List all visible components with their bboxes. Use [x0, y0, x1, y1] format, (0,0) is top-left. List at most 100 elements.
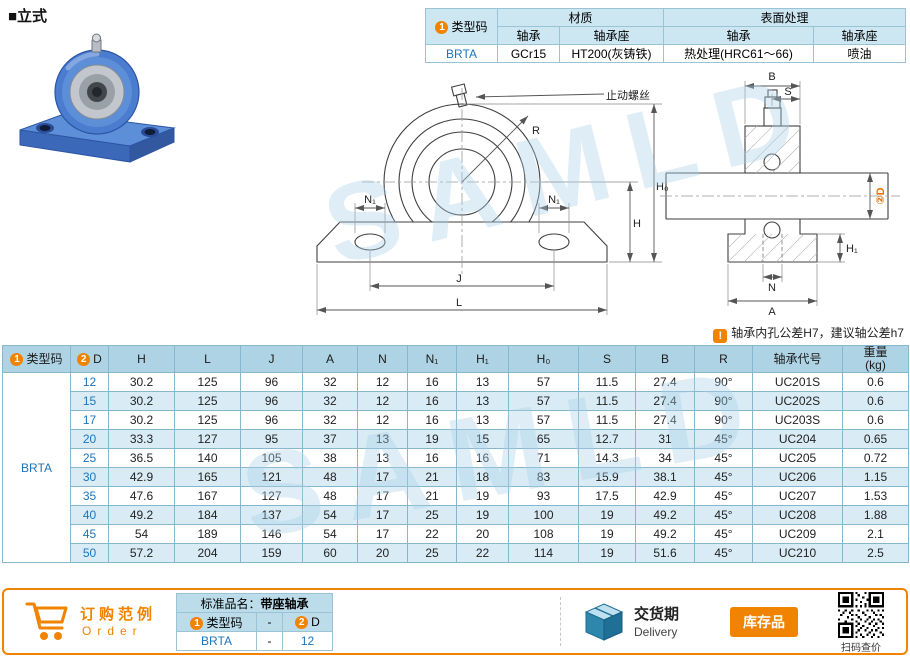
drawing-section: ■立式: [8, 8, 906, 343]
value-cell: 125: [174, 410, 241, 430]
value-cell: 16: [407, 391, 457, 411]
value-cell: 19: [578, 543, 636, 563]
value-cell: 22: [456, 543, 509, 563]
column-header: L: [174, 345, 241, 373]
stock-badge: 库存品: [730, 607, 798, 637]
page-title: ■立式: [8, 8, 48, 25]
product-photo: [19, 33, 176, 163]
d-value-cell: 12: [70, 372, 109, 392]
order-example-d: 12: [282, 631, 333, 651]
value-cell: 27.4: [635, 372, 695, 392]
value-cell: 21: [407, 467, 457, 487]
value-cell: 57.2: [108, 543, 175, 563]
value-cell: 30.2: [108, 410, 175, 430]
value-cell: 11.5: [578, 391, 636, 411]
value-cell: 38: [302, 448, 358, 468]
value-cell: 105: [240, 448, 303, 468]
value-cell: UC209: [752, 524, 843, 544]
cart-icon: [25, 602, 68, 640]
value-cell: 42.9: [635, 486, 695, 506]
value-cell: UC210: [752, 543, 843, 563]
value-cell: 45°: [694, 467, 753, 487]
dim-label-n1-right: N₁: [548, 194, 560, 206]
value-cell: 34: [635, 448, 695, 468]
value-cell: 96: [240, 391, 303, 411]
d-value-cell: 15: [70, 391, 109, 411]
value-cell: 30.2: [108, 372, 175, 392]
value-cell: 159: [240, 543, 303, 563]
value-cell: 137: [240, 505, 303, 525]
value-cell: 12: [357, 391, 408, 411]
number-badge-1: 1: [190, 616, 204, 630]
value-cell: 16: [407, 410, 457, 430]
value-cell: 90°: [694, 372, 753, 392]
order-example-dash: -: [256, 631, 283, 651]
value-cell: 54: [108, 524, 175, 544]
dim-label-s: S: [784, 86, 791, 98]
value-cell: 13: [357, 429, 408, 449]
value-cell: 13: [357, 448, 408, 468]
value-cell: 57: [508, 372, 579, 392]
value-cell: 17: [357, 467, 408, 487]
value-cell: 167: [174, 486, 241, 506]
column-header: H: [108, 345, 175, 373]
value-cell: 16: [407, 372, 457, 392]
value-cell: 204: [174, 543, 241, 563]
spec-sub-housing: 轴承座: [559, 26, 664, 45]
side-view-drawing: B S ②D H₁ N A: [660, 71, 900, 318]
order-example-title: 订购范例: [80, 606, 157, 623]
value-cell: 11.5: [578, 372, 636, 392]
spec-housing-material: HT200(灰铸铁): [559, 44, 664, 63]
value-cell: 140: [174, 448, 241, 468]
value-cell: 45°: [694, 429, 753, 449]
value-cell: 2.1: [842, 524, 909, 544]
qr-caption: 扫码查价: [841, 643, 881, 654]
spec-bearing-material: GCr15: [497, 44, 560, 63]
value-cell: 16: [456, 448, 509, 468]
column-header: J: [240, 345, 303, 373]
number-badge-1: 1: [10, 352, 24, 366]
value-cell: 54: [302, 524, 358, 544]
set-screw-label: 止动螺丝: [606, 89, 650, 102]
value-cell: 0.6: [842, 372, 909, 392]
value-cell: 18: [456, 467, 509, 487]
value-cell: 45°: [694, 543, 753, 563]
spec-sub-bearing: 轴承: [497, 26, 560, 45]
value-cell: 96: [240, 372, 303, 392]
spec-housing-surface: 喷油: [813, 44, 906, 63]
spec-type-code: BRTA: [425, 44, 498, 63]
value-cell: 19: [578, 505, 636, 525]
value-cell: UC208: [752, 505, 843, 525]
value-cell: 45°: [694, 505, 753, 525]
spec-bearing-surface: 热处理(HRC61～66): [663, 44, 814, 63]
value-cell: 184: [174, 505, 241, 525]
delivery-icon: [584, 603, 624, 641]
d-value-cell: 25: [70, 448, 109, 468]
value-cell: 146: [240, 524, 303, 544]
value-cell: 1.15: [842, 467, 909, 487]
value-cell: 127: [174, 429, 241, 449]
divider: [560, 597, 561, 646]
column-header: 重量 (kg): [842, 345, 909, 373]
dim-label-h: H: [633, 218, 641, 230]
spec-sub-housing2: 轴承座: [813, 26, 906, 45]
value-cell: 71: [508, 448, 579, 468]
type-code-cell: BRTA: [2, 372, 71, 563]
number-badge-1: 1: [435, 21, 449, 34]
dim-label-r: R: [532, 125, 540, 137]
value-cell: 27.4: [635, 391, 695, 411]
value-cell: 125: [174, 391, 241, 411]
value-cell: 57: [508, 410, 579, 430]
value-cell: 90°: [694, 410, 753, 430]
delivery-subtitle: Delivery: [634, 625, 678, 639]
column-header: A: [302, 345, 358, 373]
value-cell: 33.3: [108, 429, 175, 449]
value-cell: UC203S: [752, 410, 843, 430]
value-cell: 32: [302, 372, 358, 392]
